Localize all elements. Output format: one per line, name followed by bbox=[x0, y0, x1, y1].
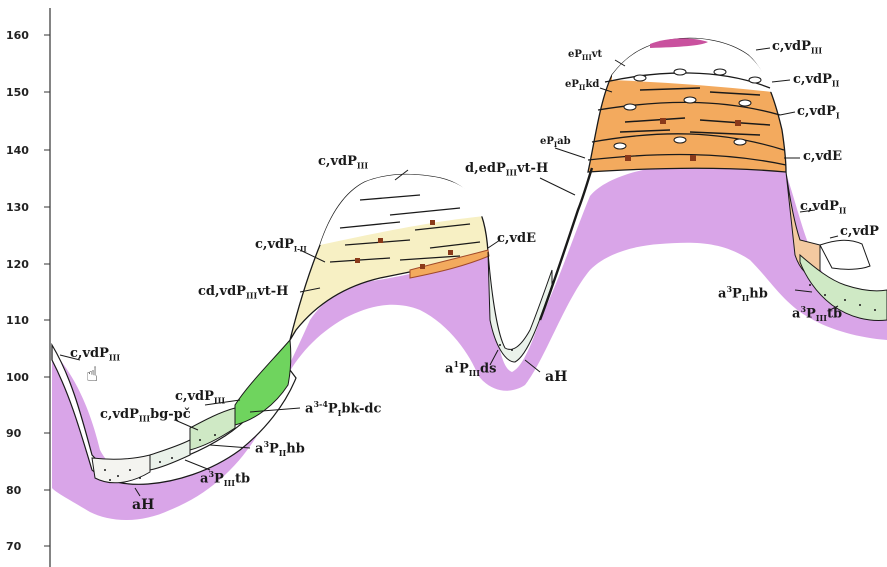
label-cd-vdp: cd,vdPIIIvt-H bbox=[198, 285, 288, 300]
label-c-vdp-edge: c,vdP bbox=[840, 225, 879, 238]
y-tick-label: 120 bbox=[6, 259, 38, 270]
right-valley-pale bbox=[820, 240, 870, 269]
label-c-vdp-12: c,vdPI-II bbox=[255, 238, 307, 253]
label-ep-ab: ePIab bbox=[540, 137, 571, 148]
label-c-vdp-left: c,vdPIII bbox=[70, 347, 120, 362]
label-c-vdp-r2: c,vdPII bbox=[793, 73, 839, 88]
pointer-hand-icon: ☝ bbox=[86, 362, 98, 386]
label-c-vdp-bg: c,vdPIIIbg-pč bbox=[100, 408, 191, 423]
label-d-edp: d,edPIIIvt-H bbox=[465, 162, 548, 177]
label-a-p-hb-left: a3PIIhb bbox=[255, 440, 305, 457]
y-tick-label: 80 bbox=[6, 485, 38, 496]
label-ah-mid: aH bbox=[545, 370, 567, 384]
label-c-vde-mid: c,vdE bbox=[497, 232, 536, 245]
y-tick-label: 70 bbox=[6, 541, 38, 552]
y-tick-label: 90 bbox=[6, 428, 38, 439]
label-a-p-tb-left: a3PIIItb bbox=[200, 470, 250, 487]
label-a-p-ds: a1PIIIds bbox=[445, 360, 496, 377]
label-c-vdp-r1: c,vdPI bbox=[797, 105, 840, 120]
y-tick-label: 160 bbox=[6, 30, 38, 41]
label-c-vdp-right: c,vdPII bbox=[800, 200, 846, 215]
label-ep-vt: ePIIIvt bbox=[568, 50, 602, 61]
y-tick-label: 110 bbox=[6, 315, 38, 326]
label-ah-left: aH bbox=[132, 498, 154, 512]
label-a-p-bk: a3-4PIbk-dc bbox=[305, 400, 381, 417]
y-tick-label: 130 bbox=[6, 202, 38, 213]
label-a-p-tb-right: a3PIIItb bbox=[792, 305, 842, 322]
y-tick-label: 150 bbox=[6, 87, 38, 98]
label-ep-kd: ePIIkd bbox=[565, 80, 599, 91]
y-axis-ticks bbox=[44, 35, 50, 546]
label-c-vde-right: c,vdE bbox=[803, 150, 842, 163]
y-tick-label: 140 bbox=[6, 145, 38, 156]
label-c-vdp-mid: c,vdPIII bbox=[175, 390, 225, 405]
label-a-p-hb-right: a3PIIhb bbox=[718, 285, 768, 302]
label-c-vdp-r3: c,vdPIII bbox=[772, 40, 822, 55]
y-tick-label: 100 bbox=[6, 372, 38, 383]
label-c-vdp-top: c,vdPIII bbox=[318, 155, 368, 170]
